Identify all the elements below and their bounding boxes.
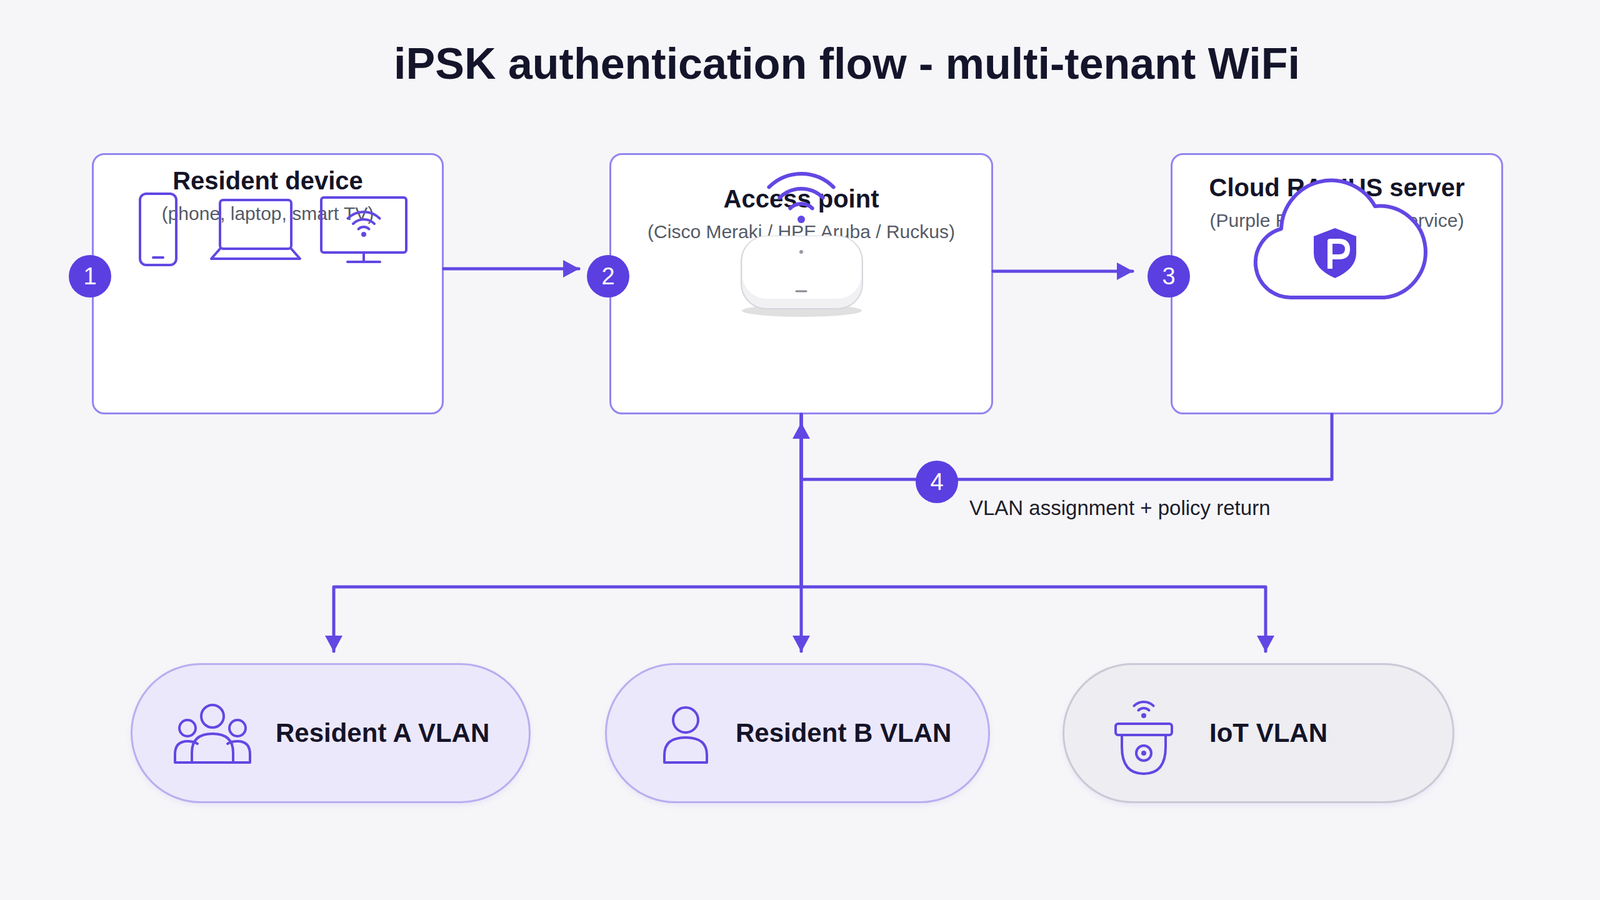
wifi-symbol: [1133, 701, 1154, 711]
text-stack: Access point (Cisco Meraki / HPE Aruba / …: [611, 183, 992, 245]
ap-slot: [796, 290, 807, 293]
node-heading: Cloud RADIUS server: [1172, 171, 1502, 204]
vlan-label: IoT VLAN: [1209, 716, 1328, 750]
device-icons: [140, 193, 407, 265]
vlan-pill: Resident B VLAN: [605, 663, 990, 804]
vlan-pill: IoT VLAN: [1062, 663, 1455, 804]
flow-arrow: [333, 414, 802, 652]
person-head: [229, 720, 246, 737]
text-stack: Resident device (phone, laptop, smart TV): [93, 165, 442, 227]
flow-arrow: [443, 267, 579, 271]
ap-device-top: [742, 236, 862, 299]
vlan-label: Resident A VLAN: [275, 716, 490, 750]
callout-number: 4: [915, 460, 959, 504]
ap-device-body: [741, 236, 863, 309]
wifi-symbol: [348, 211, 380, 230]
monitor-screen: [321, 197, 407, 253]
camera-dome: [1121, 735, 1166, 774]
flow-arrow: [800, 414, 804, 652]
person-head: [201, 705, 224, 728]
radius-server-box: Cloud RADIUS server (Purple RADIUS-as-a-S…: [1170, 153, 1504, 415]
camera-lens: [1136, 745, 1152, 761]
access-point-box: Access point (Cisco Meraki / HPE Aruba / …: [609, 153, 994, 415]
node-subtitle: (Purple RADIUS-as-a-Service): [1172, 208, 1502, 234]
cloud-outline: [1255, 180, 1426, 298]
wifi-symbol: [768, 173, 834, 209]
camera-mount: [1115, 723, 1172, 735]
phone-icon: [140, 193, 177, 265]
diagram-title: iPSK authentication flow - multi-tenant …: [0, 37, 1600, 90]
person-body: [175, 741, 198, 763]
camera-lens-center: [1141, 750, 1147, 756]
access-point-illustration: [741, 173, 863, 317]
vlan-label: Resident B VLAN: [735, 716, 952, 750]
wifi-dot: [1141, 713, 1147, 719]
device-shadow: [741, 304, 862, 317]
person-body: [664, 737, 707, 763]
wifi-dot: [797, 215, 805, 224]
ap-led: [799, 250, 804, 254]
flow-arrow: [801, 414, 1266, 652]
device-box: Resident device (phone, laptop, smart TV): [91, 153, 444, 415]
wifi-dot: [361, 231, 367, 237]
laptop-screen: [220, 200, 292, 249]
monitor-foot: [347, 260, 380, 264]
edge-label: VLAN assignment + policy return: [969, 495, 1270, 521]
person-body: [191, 733, 234, 763]
node-heading: Access point: [611, 183, 992, 215]
node-subtitle: (Cisco Meraki / HPE Aruba / Ruckus): [611, 219, 992, 245]
shield-logo: [1313, 228, 1357, 279]
monitor-stand: [362, 252, 365, 262]
person-head: [179, 720, 196, 737]
cloud-illustration: [1255, 180, 1426, 298]
return-arrow: [801, 414, 1332, 480]
vlan-icons: [175, 701, 1172, 774]
person-head: [673, 707, 699, 733]
node-subtitle: (phone, laptop, smart TV): [93, 201, 442, 227]
node-heading: Resident device: [93, 165, 442, 197]
phone-button: [153, 256, 164, 259]
text-stack: Cloud RADIUS server (Purple RADIUS-as-a-S…: [1172, 171, 1502, 234]
laptop-base: [211, 248, 300, 259]
logo-mark: [1330, 241, 1348, 269]
flow-arrow: [993, 270, 1133, 274]
vlan-pill: Resident A VLAN: [130, 663, 531, 804]
person-body: [227, 741, 250, 763]
